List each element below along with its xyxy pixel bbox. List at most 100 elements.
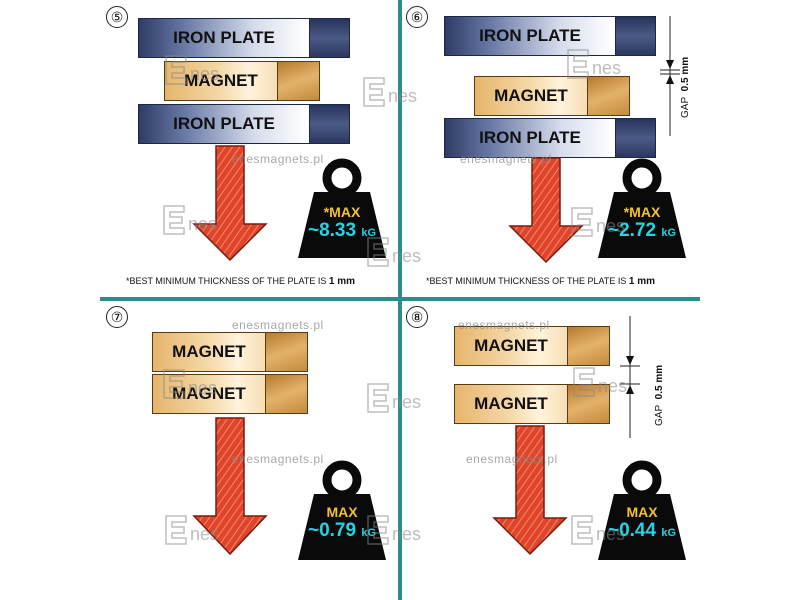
logo-watermark: nes [162, 204, 228, 241]
panel-5-iron-plate-bottom: IRON PLATE [138, 104, 350, 144]
max-label: *MAX [623, 204, 661, 220]
logo-e-icon: nes [367, 515, 421, 545]
gap-value: 0.5 mm [680, 56, 691, 92]
panel-6-weight-readout: *MAX ~2.72 kG [596, 204, 688, 242]
watermark: enesmagnets.pl [458, 318, 550, 332]
magnet-end [587, 77, 629, 115]
force-value: ~8.33 [307, 220, 357, 241]
logo-watermark: nes [366, 236, 432, 273]
panel-7-down-arrow-icon [192, 417, 268, 556]
panel-6-note: *BEST MINIMUM THICKNESS OF THE PLATE IS … [426, 276, 655, 287]
logo-e-icon: nes [573, 367, 627, 397]
svg-text:nes: nes [592, 58, 621, 78]
iron-plate-label: IRON PLATE [479, 128, 581, 147]
panel-8-weight-readout: MAX ~0.44 kG [596, 504, 688, 542]
plate-end [309, 19, 349, 57]
plate-end [615, 119, 655, 157]
svg-text:nes: nes [388, 86, 417, 106]
watermark: enesmagnets.pl [460, 152, 552, 166]
note-value: 1 mm [328, 276, 356, 287]
horizontal-divider [100, 297, 700, 301]
panel-6-down-arrow-icon [508, 157, 584, 264]
magnet-label: MAGNET [184, 71, 258, 90]
force-value: ~0.44 [607, 520, 657, 541]
magnet-label: MAGNET [172, 342, 246, 361]
panel-6-gap-label: GAP 0.5 mm [680, 57, 691, 118]
watermark: enesmagnets.pl [232, 452, 324, 466]
logo-watermark: nes [162, 368, 228, 405]
force-unit: kG [661, 227, 677, 239]
svg-text:nes: nes [392, 524, 421, 544]
panel-5-number: ⑤ [106, 6, 128, 28]
note-value: 1 mm [628, 276, 656, 287]
panel-5-note: *BEST MINIMUM THICKNESS OF THE PLATE IS … [126, 276, 355, 287]
logo-watermark: nes [366, 382, 432, 419]
svg-text:nes: nes [392, 392, 421, 412]
logo-watermark: nes [164, 54, 230, 91]
svg-text:nes: nes [596, 524, 625, 544]
panel-5-iron-plate-top: IRON PLATE [138, 18, 350, 58]
panel-7-weight-icon [298, 460, 386, 560]
max-label: *MAX [323, 204, 361, 220]
panel-6-magnet: MAGNET [474, 76, 630, 116]
logo-e-icon: nes [367, 237, 421, 267]
force-value: ~2.72 [607, 220, 657, 241]
logo-e-icon: nes [367, 383, 421, 413]
panel-5-weight-icon [298, 158, 386, 258]
magnet-end [265, 375, 307, 413]
logo-e-icon: nes [571, 207, 625, 237]
panel-8-magnet-top: MAGNET [454, 326, 610, 366]
logo-watermark: nes [566, 48, 632, 85]
plate-end [309, 105, 349, 143]
note-text: *BEST MINIMUM THICKNESS OF THE PLATE IS [426, 276, 627, 286]
logo-watermark: nes [572, 366, 638, 403]
magnet-end [567, 327, 609, 365]
svg-text:nes: nes [598, 376, 627, 396]
panel-7-number: ⑦ [106, 306, 128, 328]
logo-e-icon: nes [163, 369, 217, 399]
panel-8-gap-label: GAP 0.5 mm [654, 365, 665, 426]
logo-e-icon: nes [165, 55, 219, 85]
panel-8-gap-indicator-icon [620, 316, 640, 438]
watermark: enesmagnets.pl [232, 318, 324, 332]
magnet-label: MAGNET [474, 336, 548, 355]
plate-end [615, 17, 655, 55]
max-label: MAX [626, 504, 658, 520]
panel-6-weight-icon [598, 158, 686, 258]
panel-5-weight-readout: *MAX ~8.33 kG [296, 204, 388, 242]
logo-e-icon: nes [363, 77, 417, 107]
panel-6-iron-plate-top: IRON PLATE [444, 16, 656, 56]
logo-watermark: nes [362, 76, 428, 113]
magnet-end [277, 62, 319, 100]
logo-watermark: nes [570, 206, 636, 243]
force-value: ~0.79 [307, 520, 357, 541]
logo-e-icon: nes [571, 515, 625, 545]
panel-6-gap-indicator-icon [660, 16, 680, 136]
svg-text:nes: nes [596, 216, 625, 236]
svg-text:nes: nes [190, 524, 219, 544]
watermark: enesmagnets.pl [466, 452, 558, 466]
logo-watermark: nes [164, 514, 230, 551]
panel-8-number: ⑧ [406, 306, 428, 328]
logo-watermark: nes [570, 514, 636, 551]
svg-text:nes: nes [188, 214, 217, 234]
panel-7-weight-readout: MAX ~0.79 kG [296, 504, 388, 542]
magnet-label: MAGNET [494, 86, 568, 105]
panel-6-number: ⑥ [406, 6, 428, 28]
panel-7-magnet-top: MAGNET [152, 332, 308, 372]
logo-e-icon: nes [163, 205, 217, 235]
panel-8-weight-icon [598, 460, 686, 560]
panel-6-iron-plate-bottom: IRON PLATE [444, 118, 656, 158]
gap-value: 0.5 mm [654, 364, 665, 400]
logo-watermark: nes [366, 514, 432, 551]
force-unit: kG [361, 227, 377, 239]
gap-text: GAP [680, 96, 691, 118]
note-text: *BEST MINIMUM THICKNESS OF THE PLATE IS [126, 276, 327, 286]
watermark: enesmagnets.pl [232, 152, 324, 166]
magnet-label: MAGNET [474, 394, 548, 413]
logo-e-icon: nes [567, 49, 621, 79]
max-label: MAX [326, 504, 358, 520]
force-unit: kG [661, 527, 677, 539]
panel-8-down-arrow-icon [492, 425, 568, 556]
svg-text:nes: nes [188, 378, 217, 398]
